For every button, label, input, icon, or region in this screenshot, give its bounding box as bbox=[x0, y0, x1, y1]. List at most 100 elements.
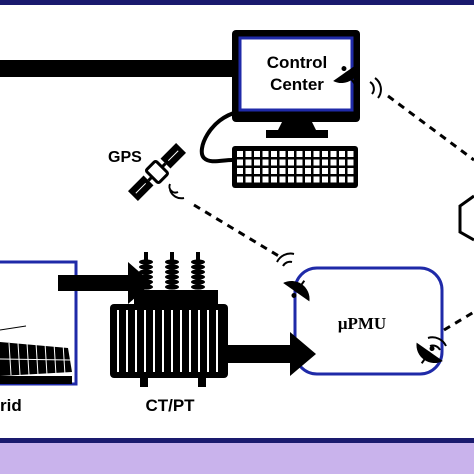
keyboard-key bbox=[262, 159, 269, 166]
transformer-to-pmu-arrow bbox=[226, 332, 316, 376]
signal-wave bbox=[427, 336, 447, 347]
signal-wave bbox=[374, 77, 382, 99]
pmu-box bbox=[293, 266, 444, 376]
bushing-disc bbox=[191, 284, 205, 290]
keyboard-key bbox=[237, 151, 243, 157]
control-center-label-line2: Center bbox=[270, 75, 324, 94]
bushing-disc bbox=[191, 274, 205, 280]
keyboard-key bbox=[330, 168, 337, 174]
satellite-icon bbox=[128, 143, 186, 201]
transformer-label: CT/PT bbox=[145, 396, 195, 415]
keyboard-key bbox=[322, 168, 328, 174]
satellite-dish-icon bbox=[283, 280, 310, 302]
keyboard-key bbox=[296, 168, 303, 174]
keyboard-key bbox=[305, 151, 311, 157]
keyboard-icon bbox=[232, 146, 358, 188]
gps-label: GPS bbox=[108, 149, 142, 166]
keyboard-key bbox=[339, 168, 345, 174]
transformer-icon bbox=[110, 252, 228, 387]
bushing-disc bbox=[191, 269, 205, 275]
signal-wave bbox=[169, 189, 185, 200]
bushing-disc bbox=[139, 269, 153, 275]
keyboard-key bbox=[347, 168, 354, 174]
keyboard-key bbox=[322, 151, 328, 157]
keyboard-key bbox=[313, 176, 320, 183]
keyboard-key bbox=[237, 168, 243, 174]
grid-to-transformer-arrow bbox=[58, 262, 152, 304]
bottom-frame-border bbox=[0, 438, 474, 443]
right-edge-node bbox=[458, 194, 474, 242]
signal-wave bbox=[282, 260, 293, 267]
keyboard-key bbox=[271, 176, 277, 183]
keyboard-key bbox=[245, 168, 252, 174]
keyboard-key bbox=[347, 159, 354, 166]
bushing-disc bbox=[139, 274, 153, 280]
keyboard-key bbox=[271, 159, 277, 166]
bushing-disc bbox=[191, 259, 205, 265]
keyboard-key bbox=[322, 176, 328, 183]
keyboard-key bbox=[245, 159, 252, 166]
keyboard-key bbox=[271, 151, 277, 157]
keyboard-key bbox=[271, 168, 277, 174]
keyboard-key bbox=[279, 176, 286, 183]
gps-to-pmu-link bbox=[193, 203, 283, 260]
keyboard-key bbox=[305, 176, 311, 183]
bushing-disc bbox=[139, 279, 153, 285]
keyboard-key bbox=[262, 168, 269, 174]
bushing-disc bbox=[165, 279, 179, 285]
keyboard-key bbox=[262, 176, 269, 183]
keyboard-key bbox=[262, 151, 269, 157]
keyboard-key bbox=[296, 159, 303, 166]
keyboard-key bbox=[296, 176, 303, 183]
keyboard-key bbox=[254, 151, 260, 157]
monitor-icon bbox=[199, 30, 360, 164]
keyboard-key bbox=[339, 151, 345, 157]
bushing-disc bbox=[139, 284, 153, 290]
panel-cell-line bbox=[53, 342, 57, 376]
keyboard-key bbox=[330, 176, 337, 183]
keyboard-key bbox=[245, 151, 252, 157]
keyboard-key bbox=[313, 151, 320, 157]
keyboard-key bbox=[279, 151, 286, 157]
bushing-disc bbox=[165, 269, 179, 275]
keyboard-key bbox=[279, 159, 286, 166]
top-frame-border bbox=[0, 0, 474, 5]
grid-label: rid bbox=[0, 396, 22, 415]
bushing-disc bbox=[139, 259, 153, 265]
keyboard-key bbox=[305, 168, 311, 174]
keyboard-key bbox=[288, 159, 294, 166]
keyboard-key bbox=[288, 176, 294, 183]
control-center-label-line1: Control bbox=[267, 53, 327, 72]
keyboard-key bbox=[347, 176, 354, 183]
pmu-label: μPMU bbox=[338, 314, 386, 333]
bushing-disc bbox=[139, 264, 153, 270]
keyboard-key bbox=[330, 151, 337, 157]
panel-cell-line bbox=[62, 342, 66, 376]
keyboard-key bbox=[245, 176, 252, 183]
bushing-cap bbox=[170, 252, 174, 260]
bushing-disc bbox=[191, 279, 205, 285]
keyboard-key bbox=[347, 151, 354, 157]
keyboard-key bbox=[313, 159, 320, 166]
keyboard-key bbox=[339, 176, 345, 183]
bottom-band bbox=[0, 442, 474, 474]
bushing-disc bbox=[165, 284, 179, 290]
bushing-disc bbox=[191, 264, 205, 270]
panel-cell-line bbox=[0, 358, 71, 361]
control-to-right-link bbox=[387, 94, 474, 162]
satellite-dish-icon bbox=[416, 342, 443, 364]
panel-cell-line bbox=[44, 342, 48, 376]
panel-cell-line bbox=[35, 342, 39, 376]
satellite-dish-icon bbox=[333, 62, 360, 84]
pmu-to-right-link bbox=[443, 310, 474, 332]
keyboard-key bbox=[339, 159, 345, 166]
signal-wave bbox=[276, 252, 295, 263]
solar-panel-icon bbox=[0, 325, 72, 384]
bushing-disc bbox=[165, 259, 179, 265]
bushing-cap bbox=[144, 252, 148, 260]
keyboard-key bbox=[322, 159, 328, 166]
keyboard-key bbox=[254, 176, 260, 183]
keyboard-key bbox=[296, 151, 303, 157]
